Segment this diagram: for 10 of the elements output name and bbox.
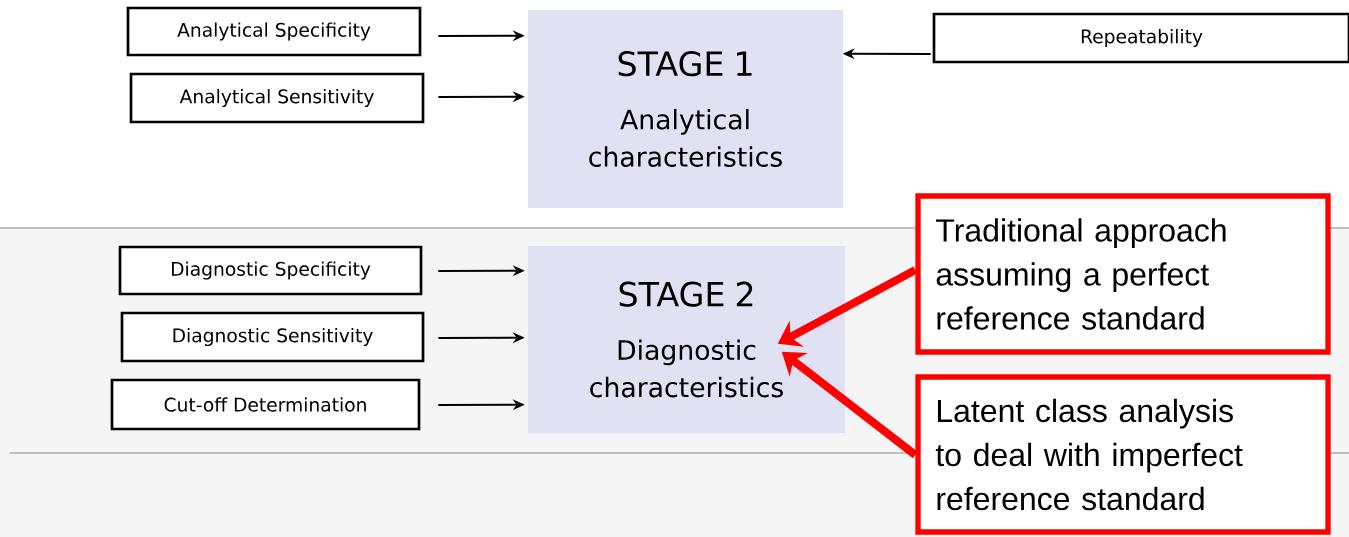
input-box: Analytical Specificity — [126, 6, 422, 57]
input-box: Analytical Sensitivity — [129, 72, 425, 124]
input-box: Diagnostic Specificity — [118, 245, 423, 296]
input-box: Repeatability — [932, 12, 1349, 64]
input-box: Diagnostic Sensitivity — [120, 311, 425, 363]
input-box: Cut-off Determination — [110, 378, 421, 431]
note-box: Latent class analysis to deal with imperfect reference standard — [915, 374, 1331, 535]
note-box: Traditional approach assuming a perfect reference standard — [915, 193, 1331, 355]
stage-box: STAGE 2 Diagnostic characteristics — [528, 246, 845, 433]
stage-box: STAGE 1 Analytical characteristics — [528, 10, 843, 208]
